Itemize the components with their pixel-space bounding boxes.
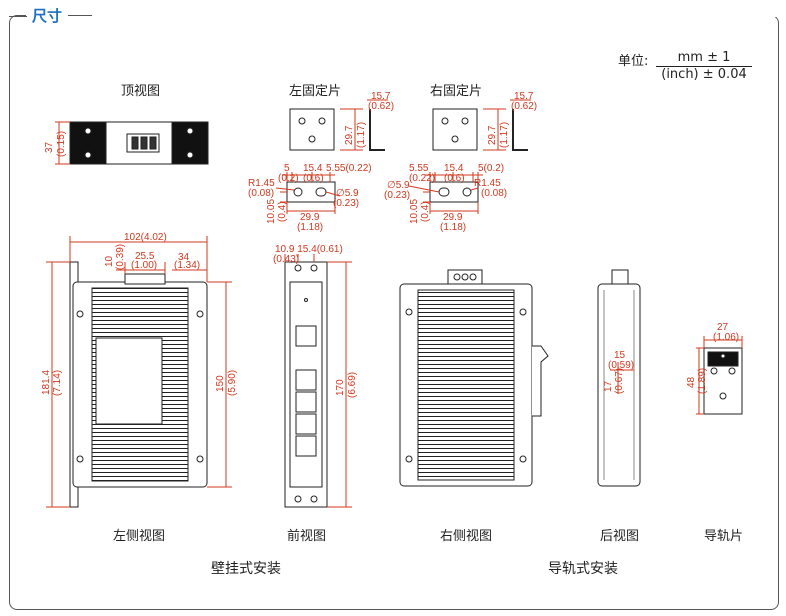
l-diameter-dim-inch: (0.23) — [333, 198, 359, 209]
l-555-dim: 5.55(0.22) — [326, 163, 372, 174]
l-299-dim: 29.9 — [300, 212, 320, 223]
clip-27-dim: 27 — [717, 322, 729, 333]
r-diameter-dim: ∅5.9 — [387, 180, 410, 191]
r-555-dim-inch: (0.22) — [409, 173, 435, 184]
left-side-view — [46, 236, 232, 508]
l-5-dim: 5 — [284, 163, 290, 174]
l-299-dim-inch: (1.18) — [297, 222, 323, 233]
section-title: 尺寸 — [26, 5, 69, 26]
front-170-dim: 170 — [335, 379, 346, 396]
right-bracket-plan — [408, 172, 483, 214]
clip-48-dim-inch: (1.89) — [697, 368, 708, 394]
clip-48-dim: 48 — [686, 376, 697, 388]
lb-width-dim-inch: (0.62) — [368, 101, 394, 112]
unit-note: 单位: mm ± 1 (inch) ± 0.04 — [618, 50, 752, 82]
right-bracket-label: 右固定片 — [430, 84, 483, 99]
l-5-dim-inch: (0.2) — [278, 173, 299, 184]
din-mount-label: 导轨式安装 — [548, 561, 618, 577]
side-150-dim: 150 — [215, 375, 226, 392]
clip-27-dim-inch: (1.06) — [713, 332, 739, 343]
top-height-dim: 37 — [44, 141, 55, 153]
side-255-dim-inch: (1.00) — [131, 260, 157, 271]
left-bracket — [289, 99, 388, 151]
left-bracket-plan — [275, 172, 341, 214]
l-1005-dim-inch: (0.4) — [277, 201, 288, 222]
title-rule-left — [9, 16, 27, 17]
unit-inch: (inch) ± 0.04 — [661, 67, 747, 82]
r-radius-dim: R1.45 — [474, 178, 501, 189]
title-rule-mask — [92, 15, 777, 17]
side-10-dim: 10 — [104, 255, 115, 267]
rail-clip-label: 导轨片 — [704, 529, 744, 544]
l-154-dim-inch: (0.6) — [303, 173, 324, 184]
rb-height-dim-inch: (1.17) — [499, 122, 510, 148]
right-side-view — [399, 269, 549, 487]
r-diameter-dim-inch: (0.23) — [384, 190, 410, 201]
side-width-dim: 102(4.02) — [124, 232, 167, 243]
rb-width-dim-inch: (0.62) — [511, 101, 537, 112]
r-5-dim: 5(0.2) — [478, 163, 504, 174]
back-15-dim: 15 — [614, 350, 626, 361]
r-1005-dim: 10.05 — [409, 199, 420, 224]
rb-width-dim: 15.7 — [514, 91, 534, 102]
l-diameter-dim: ∅5.9 — [336, 188, 359, 199]
r-154-dim: 15.4 — [444, 163, 464, 174]
back-view — [597, 269, 641, 487]
lb-width-dim: 15.7 — [371, 91, 391, 102]
r-299-dim-inch: (1.18) — [440, 222, 466, 233]
right-bracket — [432, 99, 531, 151]
side-34-dim-inch: (1.34) — [174, 260, 200, 271]
side-34-dim: 34 — [178, 252, 190, 263]
rb-height-dim: 29.7 — [487, 125, 498, 145]
top-view — [55, 121, 209, 165]
side-255-dim: 25.5 — [135, 251, 155, 262]
back-17-dim: 17 — [603, 380, 614, 392]
top-height-dim-inch: (0.15) — [56, 131, 67, 157]
r-154-dim-inch: (0.6) — [444, 173, 465, 184]
wall-mount-label: 壁挂式安装 — [211, 561, 281, 577]
rail-clip — [696, 336, 743, 415]
l-radius-dim: R1.45 — [248, 178, 275, 189]
left-bracket-label: 左固定片 — [289, 84, 342, 99]
unit-fraction: mm ± 1 (inch) ± 0.04 — [656, 50, 752, 83]
l-radius-dim-inch: (0.08) — [248, 188, 274, 199]
front-top-dim: 10.9 15.4(0.61) — [275, 244, 343, 255]
front-view-label: 前视图 — [287, 529, 327, 544]
r-1005-dim-inch: (0.4) — [420, 201, 431, 222]
front-170-dim-inch: (6.69) — [347, 372, 358, 398]
r-299-dim: 29.9 — [443, 212, 463, 223]
l-154-dim: 15.4 — [303, 163, 323, 174]
back-15-dim-inch: (0.59) — [608, 360, 634, 371]
r-555-dim: 5.55 — [409, 163, 429, 174]
left-side-view-label: 左侧视图 — [113, 529, 166, 544]
front-view — [284, 254, 352, 508]
side-1814-dim: 181.4 — [41, 370, 52, 395]
l-1005-dim: 10.05 — [266, 199, 277, 224]
lb-height-dim-inch: (1.17) — [356, 122, 367, 148]
top-view-label: 顶视图 — [121, 84, 161, 99]
lb-height-dim: 29.7 — [344, 125, 355, 145]
back-view-label: 后视图 — [600, 529, 640, 544]
side-1814-dim-inch: (7.14) — [52, 370, 63, 396]
side-10-dim-inch: (0.39) — [115, 244, 126, 270]
r-radius-dim-inch: (0.08) — [481, 188, 507, 199]
side-150-dim-inch: (5.90) — [227, 370, 238, 396]
unit-label: 单位: — [618, 54, 649, 69]
back-17-dim-inch: (0.67) — [614, 368, 625, 394]
right-side-view-label: 右侧视图 — [440, 529, 493, 544]
unit-mm: mm ± 1 — [656, 50, 752, 67]
front-top-dim-inch: (0.43) — [273, 254, 299, 265]
